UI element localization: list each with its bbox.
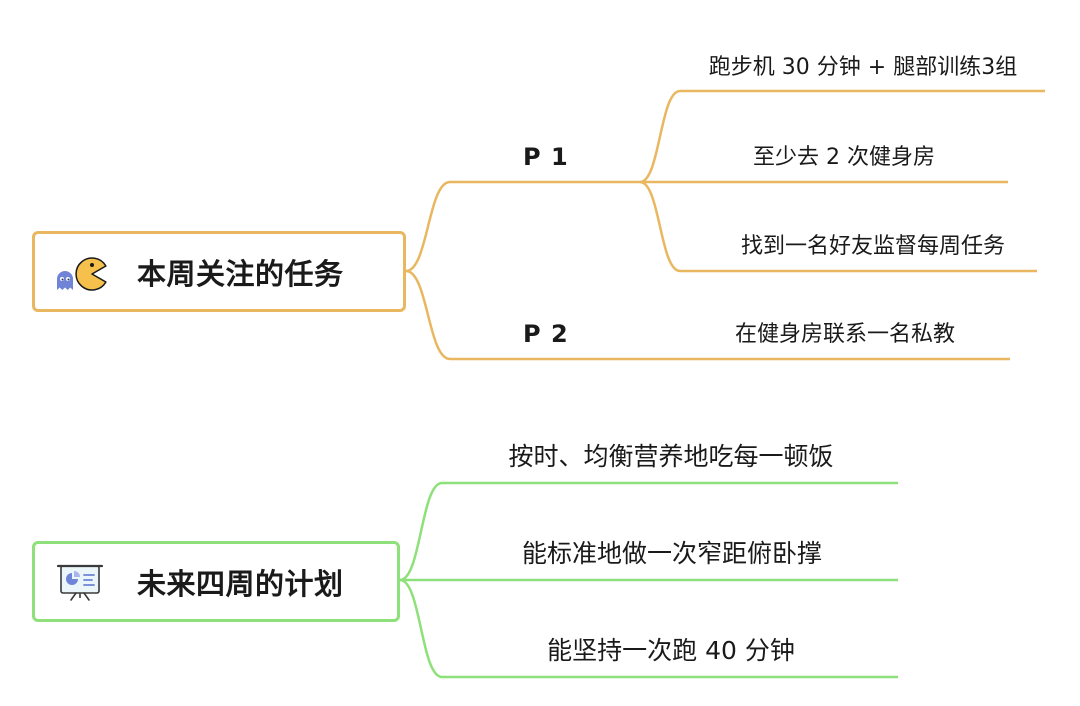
- leaf-balanced-meals[interactable]: 按时、均衡营养地吃每一顿饭: [508, 442, 834, 471]
- root-node-four-week-plan[interactable]: 未来四周的计划: [32, 541, 400, 622]
- root-title-weekly-tasks: 本周关注的任务: [137, 256, 344, 291]
- pacman-ghost-icon: [57, 257, 107, 291]
- connector-root-to-p1: [405, 180, 640, 273]
- leaf-narrow-pushup[interactable]: 能标准地做一次窄距俯卧撑: [521, 539, 823, 568]
- connector-root-to-p2: [405, 269, 1010, 361]
- connector-plan-item1: [399, 481, 898, 582]
- presentation-board-icon: [56, 564, 104, 601]
- connector-plan-item3: [399, 578, 898, 679]
- orange-connectors: [405, 89, 1045, 361]
- branch-label-p2[interactable]: P 2: [523, 320, 569, 348]
- connector-p1-to-item3: [639, 180, 1037, 273]
- root-title-four-week-plan: 未来四周的计划: [137, 566, 344, 601]
- connector-p1-to-item1: [639, 89, 1045, 184]
- leaf-personal-trainer[interactable]: 在健身房联系一名私教: [734, 322, 956, 347]
- leaf-run-40-min[interactable]: 能坚持一次跑 40 分钟: [547, 636, 795, 665]
- root-node-weekly-tasks[interactable]: 本周关注的任务: [32, 231, 406, 312]
- green-connectors: [399, 481, 898, 679]
- leaf-find-friend[interactable]: 找到一名好友监督每周任务: [740, 234, 1006, 259]
- leaf-treadmill-legs[interactable]: 跑步机 30 分钟 + 腿部训练3组: [708, 55, 1018, 80]
- branch-label-p1[interactable]: P 1: [523, 143, 569, 171]
- leaf-gym-twice[interactable]: 至少去 2 次健身房: [753, 145, 935, 170]
